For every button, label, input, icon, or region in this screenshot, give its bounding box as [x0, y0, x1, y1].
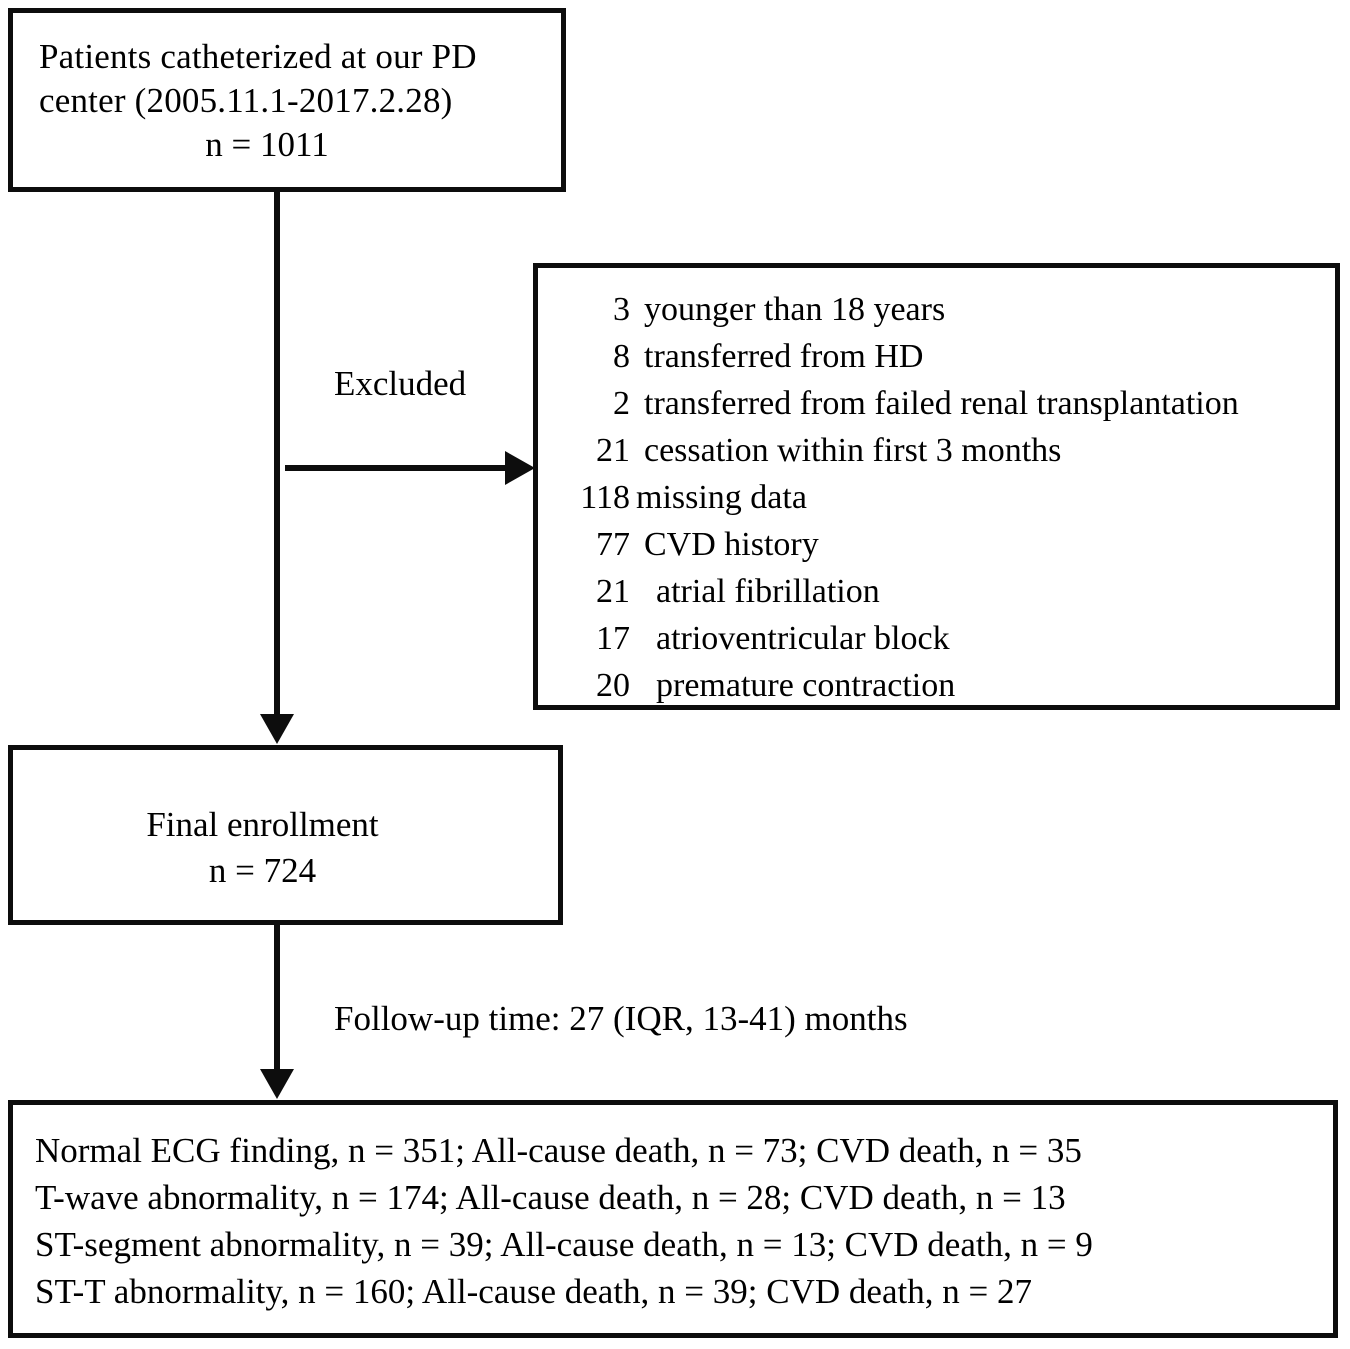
outcome-row: ST-segment abnormality, n = 39; All-caus… — [35, 1225, 1093, 1264]
exclusion-row: 21 atrial fibrillation — [538, 568, 1335, 615]
outcome-row: ST-T abnormality, n = 160; All-cause dea… — [35, 1272, 1032, 1311]
exclusion-reason: missing data — [636, 479, 807, 516]
exclusion-reason: transferred from HD — [644, 338, 924, 375]
exclusion-row: 20 premature contraction — [538, 662, 1335, 709]
exclusion-count: 118 — [580, 479, 630, 516]
enrollment-count: n = 724 — [208, 851, 317, 890]
exclusion-count: 17 — [596, 620, 630, 657]
exclusion-reason: transferred from failed renal transplant… — [644, 385, 1239, 422]
exclusion-row: 17 atrioventricular block — [538, 615, 1335, 662]
exclusion-count: 77 — [596, 526, 630, 563]
excluded-label: Excluded — [334, 364, 467, 403]
exclusion-count: 2 — [613, 385, 630, 422]
connector-enrollment-to-outcomes — [274, 925, 280, 1075]
exclusion-reason: CVD history — [644, 526, 819, 563]
exclusion-criteria-box: 3 younger than 18 years 8 transferred fr… — [533, 263, 1340, 710]
exclusion-reason: younger than 18 years — [644, 291, 946, 328]
followup-time-note: Follow-up time: 27 (IQR, 13-41) months — [334, 999, 908, 1038]
outcomes-box: Normal ECG finding, n = 351; All-cause d… — [8, 1100, 1338, 1338]
exclusion-row: 8 transferred from HD — [538, 333, 1335, 380]
source-line-1: Patients catheterized at our PD — [39, 37, 477, 76]
arrowhead-to-enrollment — [260, 714, 294, 744]
exclusion-reason: premature contraction — [656, 667, 956, 704]
arrowhead-to-exclusions — [505, 451, 535, 485]
exclusion-count: 21 — [596, 432, 630, 469]
final-enrollment-box: Final enrollment n = 724 — [8, 745, 563, 925]
outcome-row: Normal ECG finding, n = 351; All-cause d… — [35, 1131, 1082, 1170]
source-population-box: Patients catheterized at our PD center (… — [8, 8, 566, 192]
exclusion-count: 21 — [596, 573, 630, 610]
exclusion-reason: atrioventricular block — [656, 620, 950, 657]
source-line-2: center (2005.11.1-2017.2.28) — [39, 81, 453, 120]
exclusion-row: 21 cessation within first 3 months — [538, 427, 1335, 474]
exclusion-row: 118 missing data — [538, 474, 1335, 521]
enrollment-title: Final enrollment — [146, 805, 379, 844]
exclusion-row: 3 younger than 18 years — [538, 286, 1335, 333]
exclusion-reason: cessation within first 3 months — [644, 432, 1062, 469]
arrowhead-to-outcomes — [260, 1069, 294, 1099]
source-count: n = 1011 — [205, 125, 329, 164]
exclusion-row: 2 transferred from failed renal transpla… — [538, 380, 1335, 427]
exclusion-count: 8 — [613, 338, 630, 375]
outcome-row: T-wave abnormality, n = 174; All-cause d… — [35, 1178, 1066, 1217]
connector-source-to-enrollment — [274, 192, 280, 722]
exclusion-row: 77 CVD history — [538, 521, 1335, 568]
exclusion-reason: atrial fibrillation — [656, 573, 880, 610]
exclusion-count: 20 — [596, 667, 630, 704]
exclusion-count: 3 — [613, 291, 630, 328]
connector-to-exclusions — [285, 465, 513, 471]
